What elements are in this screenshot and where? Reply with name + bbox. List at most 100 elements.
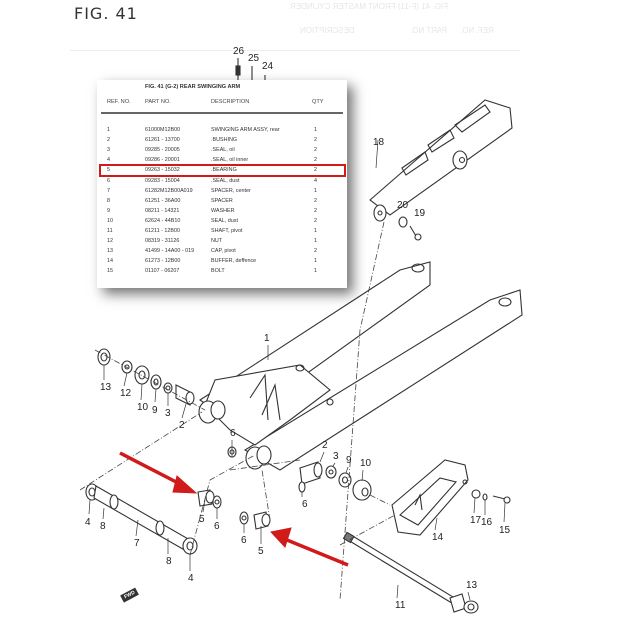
qty-cell: 1 (314, 187, 317, 194)
figure-title: FIG. 41 (74, 4, 138, 23)
callout-number: 2 (179, 420, 185, 431)
qty-cell: 1 (314, 228, 317, 234)
ref-no-cell: 15 (107, 268, 113, 275)
callout-number: 8 (166, 556, 172, 567)
description-cell: SPACER, center (211, 187, 251, 194)
part-no-cell: 01107 - 06207 (145, 268, 180, 275)
ref-no-cell: 7 (107, 187, 110, 194)
description-cell: .SEAL, dust (211, 177, 240, 184)
callout-number: 26 (233, 46, 245, 57)
callout-number: 6 (214, 521, 220, 532)
ref-no-cell: 13 (107, 248, 113, 255)
ref-no-cell: 11 (107, 228, 113, 234)
parts-table-title: FIG. 41 (G-2) REAR SWINGING ARM (145, 84, 241, 90)
qty-cell: 1 (314, 238, 317, 245)
chain-buffer-14 (391, 459, 469, 536)
callout-number: 4 (85, 517, 91, 528)
header-divider (101, 112, 343, 114)
table-row: 11 61211 - 12B00 SHAFT, pivot 1 (97, 228, 347, 238)
callout-number: 17 (470, 515, 482, 526)
callout-number: 2 (322, 440, 328, 451)
callout-number: 9 (152, 405, 158, 416)
callout-number: 13 (100, 382, 112, 393)
callout-number: 15 (499, 525, 511, 536)
callout-number: 3 (165, 408, 171, 419)
swingarm-body-1 (198, 261, 523, 471)
ref-no-cell: 1 (107, 127, 110, 133)
callout-number: 6 (302, 499, 308, 510)
callout-number: 3 (333, 451, 339, 462)
header-part-no: PART NO. (145, 99, 171, 105)
callout-number: 6 (241, 535, 247, 546)
ref-no-cell: 8 (107, 197, 110, 204)
description-cell: SEAL, dust (211, 217, 238, 224)
ref-no-cell: 5 (107, 167, 110, 174)
ref-no-cell: 6 (107, 177, 110, 184)
header-ref-no: REF. NO. (107, 99, 131, 105)
qty-cell: 2 (314, 137, 317, 144)
ref-no-cell: 2 (107, 137, 110, 144)
callout-number: 10 (137, 402, 149, 413)
qty-cell: 2 (314, 197, 317, 204)
header-description: DESCRIPTION (211, 99, 250, 105)
part-no-cell: 61261 - 13700 (145, 137, 180, 144)
callout-number: 6 (230, 428, 236, 439)
part-no-cell: 08211 - 14321 (145, 207, 180, 214)
description-cell: CAP, pivot (211, 248, 236, 255)
ref-no-cell: 12 (107, 238, 113, 245)
part-no-cell: 09286 - 20001 (145, 157, 180, 164)
ref-no-cell: 10 (107, 217, 113, 224)
bearing-5-lower (253, 511, 271, 530)
callout-number: 10 (360, 458, 372, 469)
ref-no-cell: 3 (107, 147, 110, 154)
part-no-cell: 61251 - 36A00 (145, 197, 181, 204)
ref-no-cell: 4 (107, 157, 110, 164)
table-row: 10 62624 - 44B10 SEAL, dust 2 (97, 218, 347, 228)
description-cell: BUFFER, deffence (211, 258, 257, 265)
description-cell: WASHER (211, 207, 235, 214)
description-cell: SHAFT, pivot (211, 228, 243, 234)
ref-no-cell: 14 (107, 258, 113, 265)
callout-number: 25 (248, 53, 260, 64)
part-no-cell: 09285 - 20005 (145, 147, 180, 154)
parts-table-panel: FIG. 41 (G-2) REAR SWINGING ARM REF. NO.… (97, 80, 347, 288)
bearing-5-upper (197, 489, 215, 507)
callout-number: 9 (346, 455, 352, 466)
qty-cell: 1 (314, 127, 317, 133)
part-no-cell: 09263 - 15032 (145, 167, 180, 174)
callout-number: 7 (134, 538, 140, 549)
description-cell: .SEAL, oil (211, 147, 235, 154)
callout-number: 1 (264, 333, 270, 344)
qty-cell: 4 (314, 177, 317, 184)
part-no-cell: 61273 - 12B00 (145, 258, 181, 265)
callout-number: 20 (397, 200, 409, 211)
description-cell: .BUSHING (211, 137, 238, 144)
qty-cell: 2 (314, 207, 317, 214)
callout-number: 11 (395, 600, 406, 611)
part-no-cell: 61211 - 12B00 (145, 228, 180, 234)
description-cell: SPACER (211, 197, 233, 204)
callout-number: 14 (432, 532, 444, 543)
part-no-cell: 62624 - 44B10 (145, 217, 181, 224)
table-row: 5 09263 - 15032 .BEARING 2 (97, 167, 347, 177)
chain-guard-18 (369, 99, 513, 222)
qty-cell: 2 (314, 167, 317, 174)
callout-number: 18 (373, 137, 385, 148)
callout-number: 4 (188, 573, 194, 584)
callout-number: 5 (258, 546, 264, 557)
callout-number: 8 (100, 521, 106, 532)
description-cell: SWINGING ARM ASSY, rear (211, 127, 280, 133)
description-cell: .BEARING (211, 167, 237, 174)
callout-number: 24 (262, 61, 274, 72)
qty-cell: 2 (314, 217, 317, 224)
